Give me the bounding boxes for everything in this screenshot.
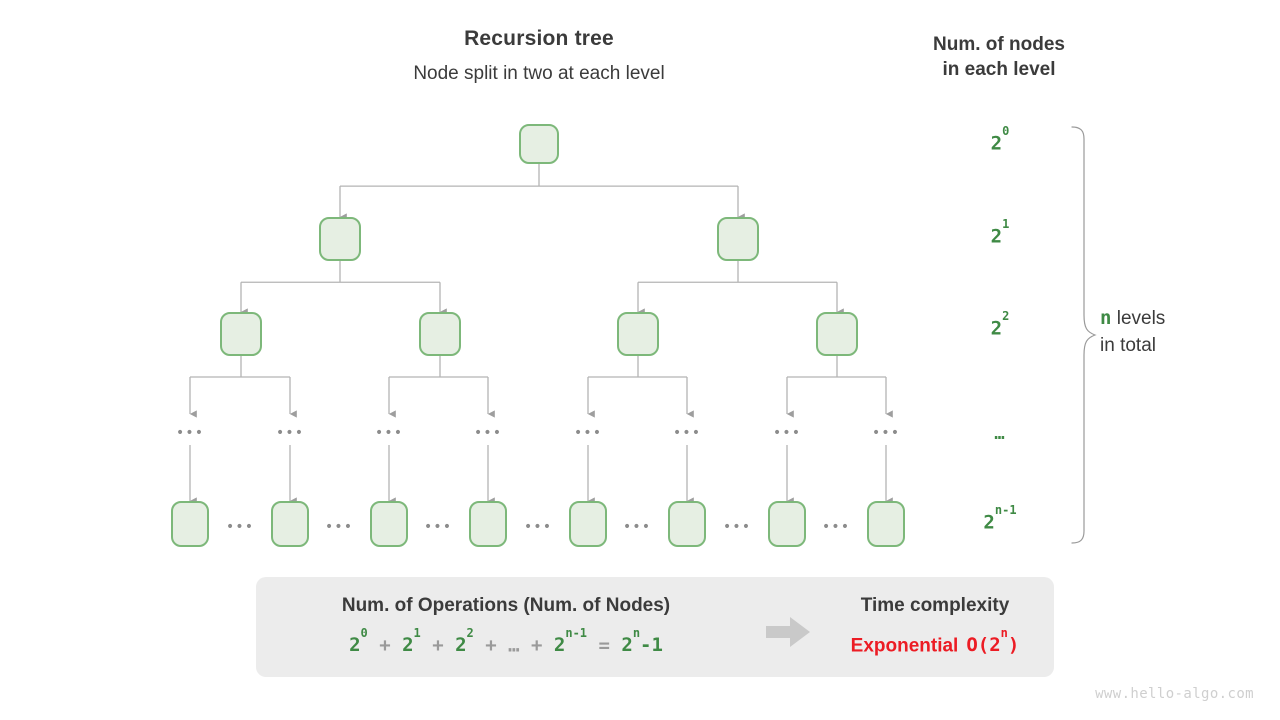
tree-node — [469, 501, 507, 547]
formula-term: 2n-1 — [553, 626, 587, 657]
formula-ellipsis: … — [508, 634, 531, 657]
watermark: www.hello-algo.com — [1095, 686, 1254, 702]
tree-node — [370, 501, 408, 547]
level-count-base: 2 — [983, 511, 995, 534]
formula-plus: + — [367, 634, 403, 657]
ellipsis-mark: ••• — [623, 519, 651, 535]
ellipsis-mark: ••• — [474, 425, 502, 441]
level-count-4: 2n-1 — [940, 503, 1060, 534]
right-title-line1: Num. of nodes — [933, 34, 1065, 55]
formula-plus: + — [531, 634, 554, 657]
term-base: 2 — [455, 634, 467, 657]
ellipsis-mark: ••• — [226, 519, 254, 535]
levels-in-total: in total — [1100, 335, 1156, 356]
big-o-exponent: n — [1000, 626, 1008, 641]
term-exponent: 1 — [413, 626, 421, 641]
formula-plus: + — [473, 634, 509, 657]
ellipsis-mark: ••• — [574, 425, 602, 441]
ellipsis-mark: ••• — [276, 425, 304, 441]
ellipsis-mark: ••• — [524, 519, 552, 535]
formula-term: 21 — [402, 626, 421, 657]
right-column-title: Num. of nodes in each level — [899, 32, 1099, 82]
tree-ellipsis-marks: ••• ••• ••• ••• ••• ••• ••• ••• ••• ••• ••• ••• ••• •… — [176, 425, 900, 535]
right-block-arrow-icon — [766, 617, 810, 647]
ellipsis-mark: ••• — [723, 519, 751, 535]
tree-node — [220, 312, 262, 356]
level-count-3: … — [994, 424, 1006, 444]
tree-node — [271, 501, 309, 547]
ellipsis-mark: ••• — [325, 519, 353, 535]
term-exponent: n-1 — [565, 626, 588, 641]
level-count-exponent: 0 — [1002, 124, 1010, 139]
level-count-base: 2 — [990, 317, 1003, 340]
tree-node — [668, 501, 706, 547]
tree-node — [419, 312, 461, 356]
right-title-line2: in each level — [942, 59, 1056, 80]
term-exponent: 2 — [466, 626, 474, 641]
big-o-prefix: O(2 — [966, 634, 1001, 657]
complexity-result: Exponential O(2n) — [816, 621, 1054, 666]
ellipsis-mark: ••• — [872, 425, 900, 441]
level-count-0: 20 — [940, 124, 1060, 155]
tree-node — [319, 217, 361, 261]
complexity-big-o: O(2n) — [966, 626, 1020, 657]
levels-word: levels — [1111, 308, 1166, 329]
ellipsis-mark: ••• — [822, 519, 850, 535]
tree-node — [717, 217, 759, 261]
tree-node — [816, 312, 858, 356]
level-count-exponent: 2 — [1002, 309, 1010, 324]
ellipsis-mark: ••• — [424, 519, 452, 535]
operations-block: Num. of Operations (Num. of Nodes) 20 + … — [256, 591, 756, 664]
term-suffix: -1 — [640, 634, 663, 657]
total-levels-label: n levels in total — [1100, 305, 1260, 359]
tree-node — [171, 501, 209, 547]
tree-node — [519, 124, 559, 164]
ellipsis-mark: ••• — [773, 425, 801, 441]
level-count-base: 2 — [990, 132, 1003, 155]
term-base: 2 — [402, 634, 414, 657]
summary-panel: Num. of Operations (Num. of Nodes) 20 + … — [256, 577, 1054, 677]
ellipsis-mark: ••• — [176, 425, 204, 441]
term-exponent: 0 — [360, 626, 368, 641]
levels-variable: n — [1100, 307, 1112, 329]
formula-term: 20 — [349, 626, 368, 657]
tree-node — [617, 312, 659, 356]
level-count-exponent: 1 — [1002, 217, 1010, 232]
tree-edges — [189, 163, 893, 505]
level-count-1: 21 — [940, 217, 1060, 248]
term-exponent: n — [632, 626, 641, 641]
tree-node — [569, 501, 607, 547]
level-count-exponent: n-1 — [994, 503, 1017, 518]
operations-formula: 20 + 21 + 22 + … + 2n-1 = 2n-1 — [256, 621, 756, 664]
tree-node — [867, 501, 905, 547]
ellipsis-mark: ••• — [673, 425, 701, 441]
formula-term: 22 — [455, 626, 474, 657]
page-title: Recursion tree — [464, 27, 614, 50]
term-base: 2 — [349, 634, 361, 657]
level-count-2: 22 — [940, 309, 1060, 340]
complexity-block: Time complexity Exponential O(2n) — [816, 591, 1054, 666]
level-count-base: 2 — [990, 225, 1003, 248]
formula-equals: = — [587, 634, 622, 657]
operations-heading: Num. of Operations (Num. of Nodes) — [341, 595, 671, 616]
complexity-heading: Time complexity — [860, 595, 1010, 616]
term-base: 2 — [553, 634, 566, 657]
formula-plus: + — [420, 634, 456, 657]
complexity-word: Exponential — [850, 635, 959, 657]
ellipsis-mark: ••• — [375, 425, 403, 441]
tree-nodes — [171, 124, 905, 547]
tree-node — [768, 501, 806, 547]
formula-term: 2n-1 — [621, 626, 663, 657]
levels-brace — [1071, 126, 1097, 544]
page-subtitle: Node split in two at each level — [413, 63, 665, 84]
big-o-suffix: ) — [1007, 634, 1020, 657]
term-base: 2 — [621, 634, 633, 657]
